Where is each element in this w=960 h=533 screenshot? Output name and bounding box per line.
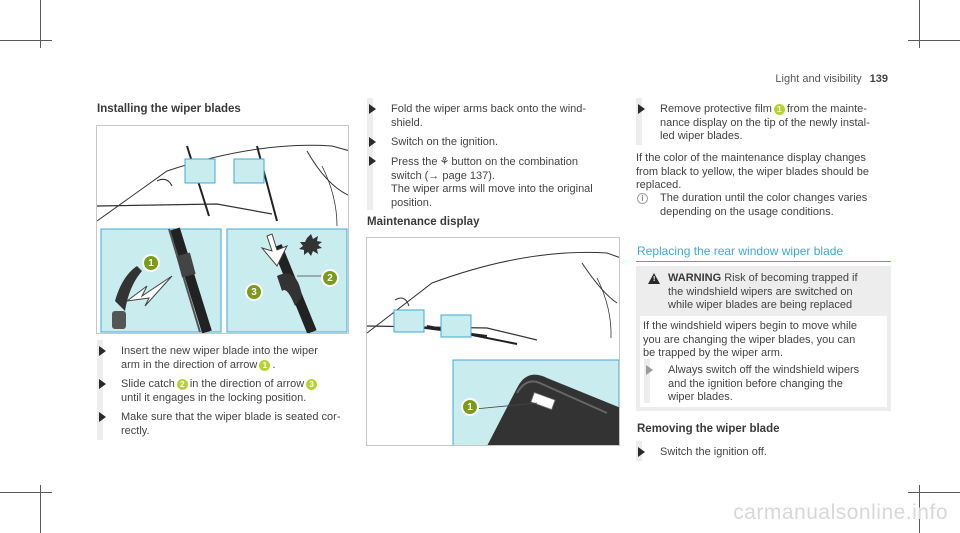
figure-maintenance-display: 1 [366,237,620,446]
crop-mark [0,40,52,41]
step-arrow-icon [638,104,645,114]
section-title-rear-wiper: Replacing the rear window wiper blade [637,244,844,258]
step-switch-on: Switch on the ignition. [367,131,621,151]
duration-note: The duration until the color changes var… [660,192,868,218]
figure-callout: 1 [142,254,160,272]
step-arrow-icon [99,346,106,356]
figure-callout: 1 [461,398,479,416]
warning-label: WARNING [668,272,722,284]
step-ignition-off: Switch the ignition off. [636,441,890,461]
warning-step: Always switch off the windshield wipers … [644,359,878,405]
callout-ref: 1 [773,104,785,115]
step-arrow-icon [369,137,376,147]
step-arrow-icon [638,447,645,457]
step-make-sure: Make sure that the wiper blade is seated… [97,406,351,440]
info-icon: i [637,193,648,204]
wiper-button-icon: ⚘ [439,155,450,168]
subsection-removing: Removing the wiper blade [637,423,780,435]
color-change-paragraph: If the color of the maintenance display … [636,152,869,191]
crop-mark [40,485,41,533]
crop-mark [919,485,920,533]
warning-body: If the windshield wipers begin to move w… [640,316,887,407]
callout-ref: 2 [176,379,188,390]
watermark: carmanualsonline.info [733,501,948,524]
step-arrow-icon [99,379,106,389]
warning-box: ! WARNING Risk of becoming trapped if th… [636,266,891,411]
crop-mark [908,492,960,493]
step-arrow-icon [369,156,376,166]
warning-triangle-icon: ! [648,273,660,284]
crop-mark [908,40,960,41]
step-press-button: Press the⚘button on the combination swit… [367,150,621,210]
crop-mark [919,0,920,48]
figure-callout: 2 [321,269,339,287]
figure-callout: 3 [245,283,263,301]
callout-ref: 1 [259,359,271,371]
step-fold-arms: Fold the wiper arms back onto the wind- … [367,98,621,132]
running-header: Light and visibility 139 [775,73,888,85]
subsection-maintenance-display: Maintenance display [367,216,480,228]
header-section: Light and visibility [775,73,862,85]
section-heading-installing: Installing the wiper blades [97,103,241,115]
crop-mark [0,492,52,493]
figure-installing-wiper: 1 3 2 [96,125,349,334]
step-arrow-icon [369,104,376,114]
step-arrow-icon [99,412,106,422]
step-arrow-icon [646,365,653,375]
section-rule [636,261,891,262]
callout-ref: 3 [306,379,318,390]
page-number: 139 [869,73,888,85]
crop-mark [40,0,41,48]
step-insert: Insert the new wiper blade into the wipe… [97,340,351,374]
